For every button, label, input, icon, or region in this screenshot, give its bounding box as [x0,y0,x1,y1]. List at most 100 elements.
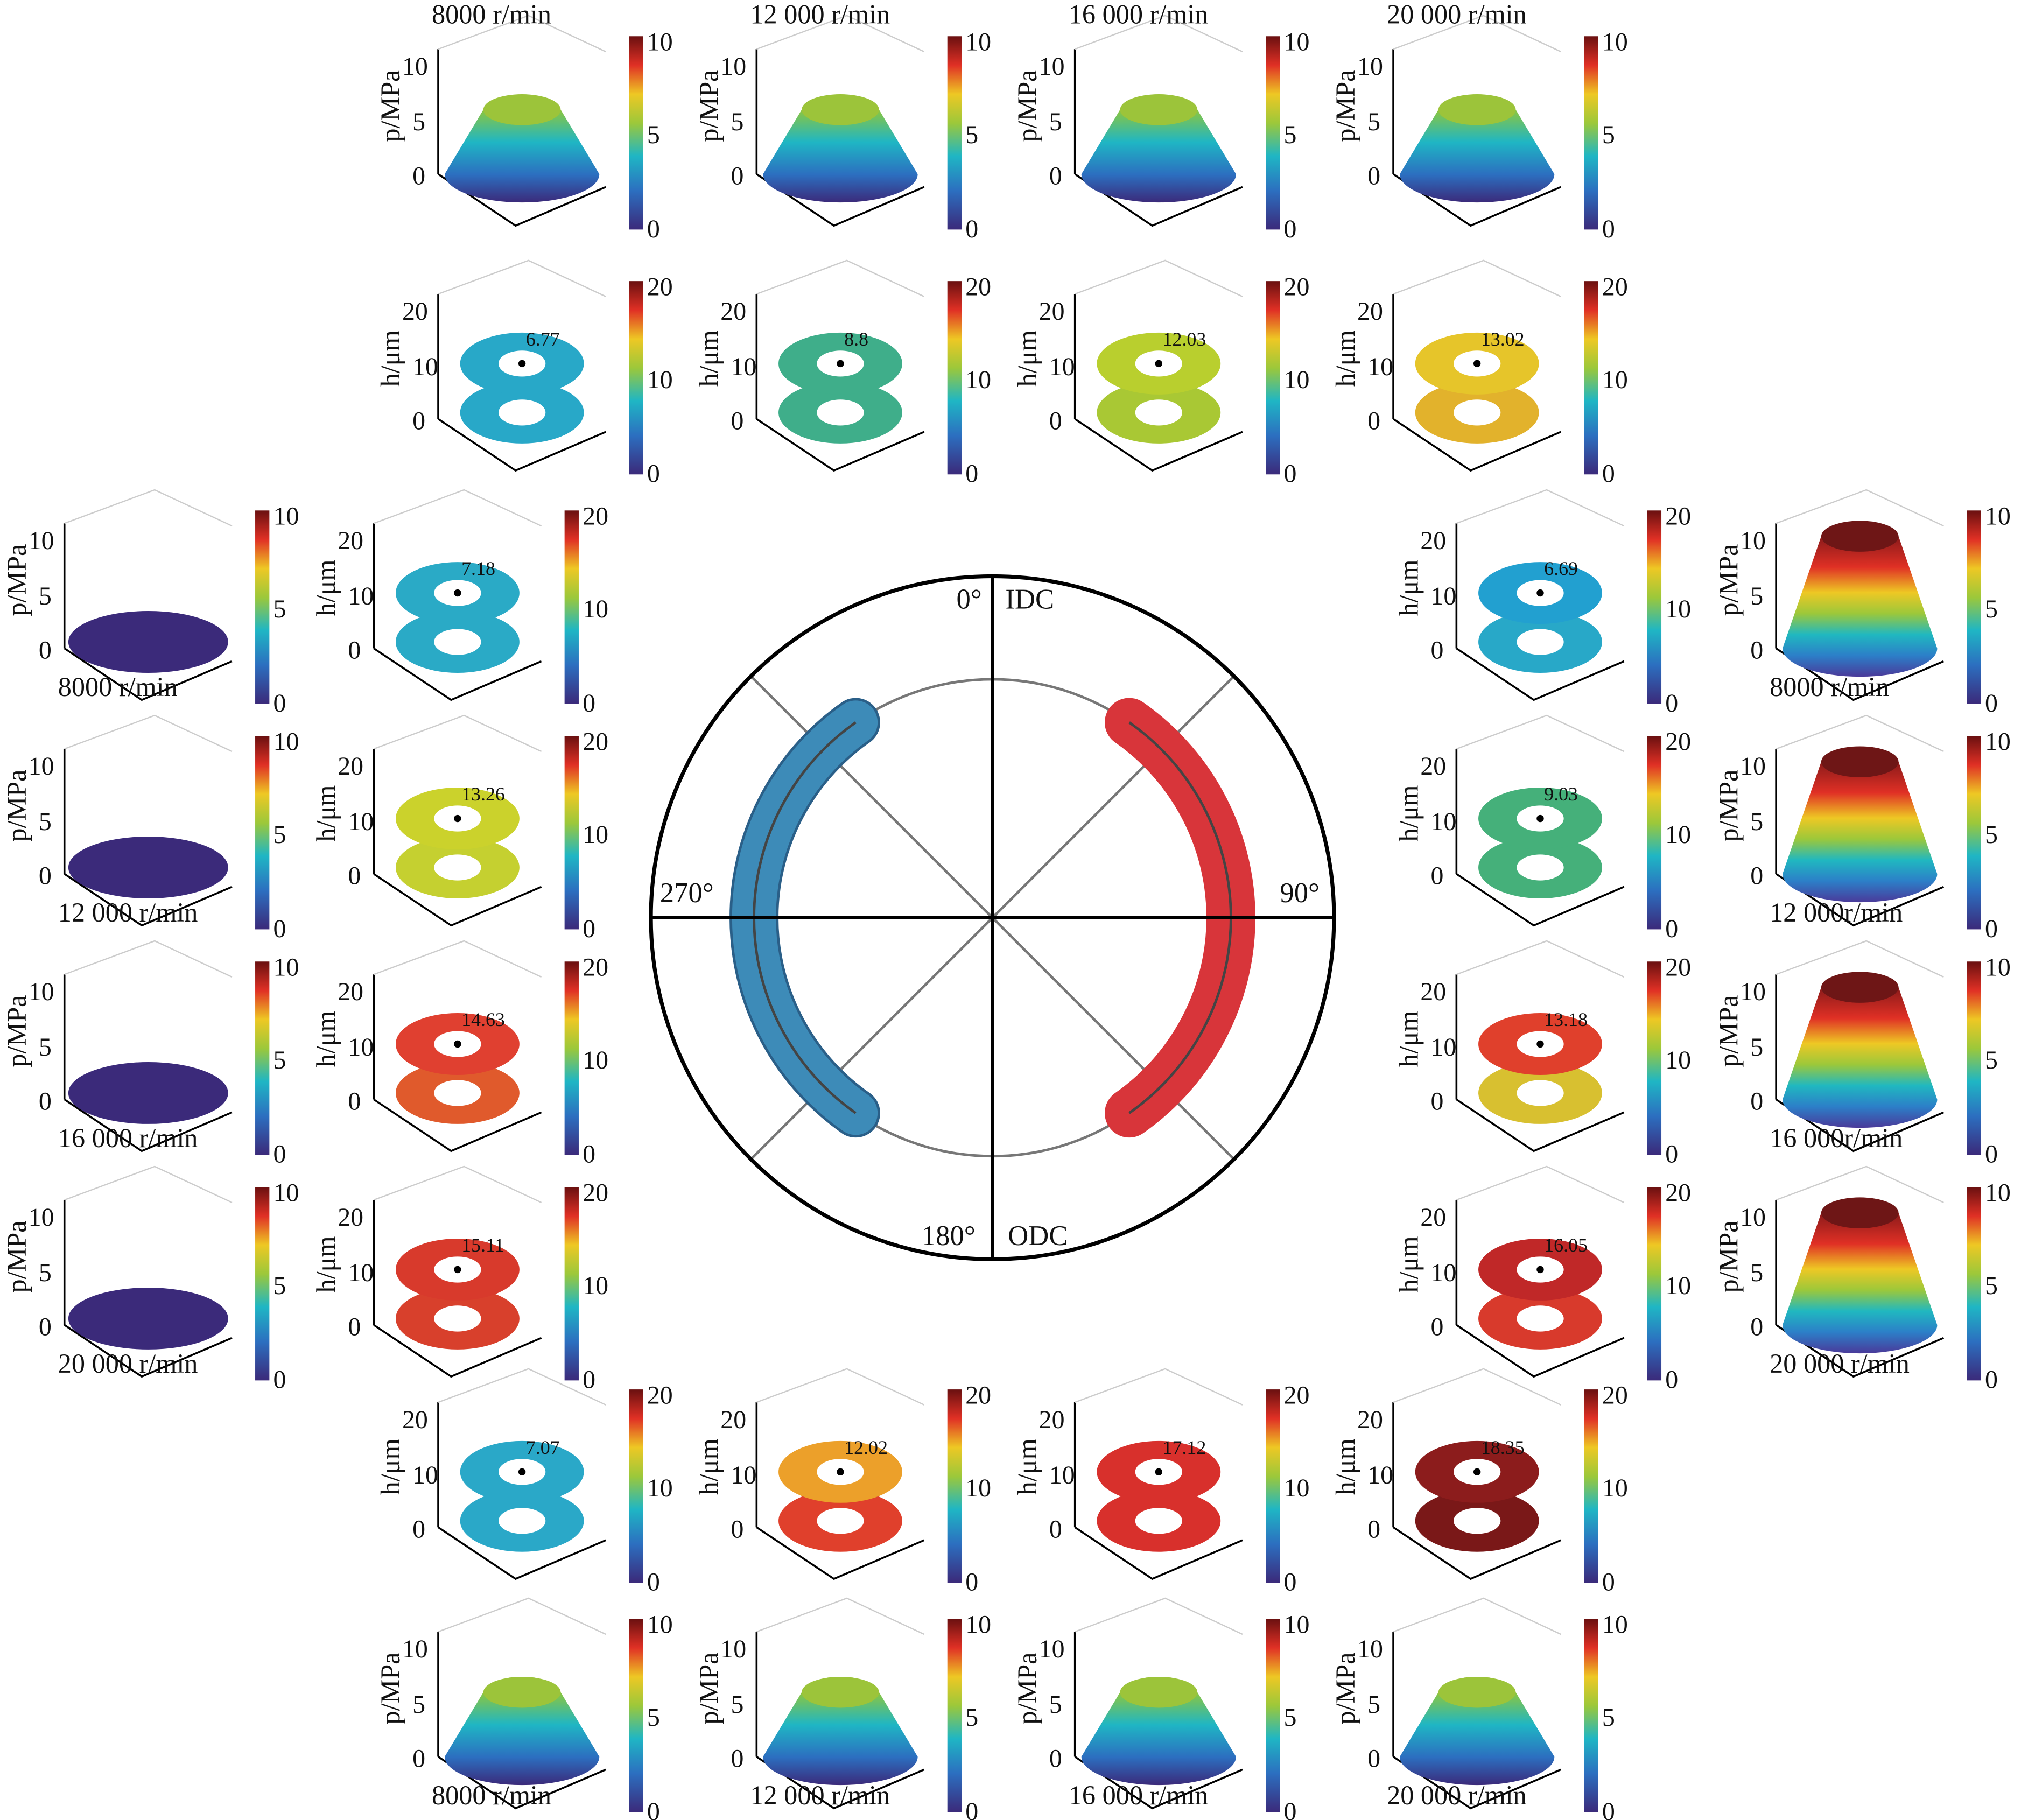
colorbar-tick: 0 [1284,1568,1297,1597]
colorbar-tick: 20 [965,272,991,301]
z-tick: 10 [1740,752,1766,781]
colorbar-tick: 0 [583,689,595,718]
pressure-surface-cone [1081,1692,1236,1786]
z-axis-label: h/μm [311,1236,341,1292]
z-tick: 10 [1740,526,1766,555]
colorbar-tick: 0 [273,1366,286,1394]
max-point-marker [1536,1266,1544,1274]
speed-label: 16 000 r/min [58,1123,198,1153]
z-axis-label: p/MPa [2,544,32,616]
z-tick: 20 [338,1203,363,1232]
max-value-label: 15.11 [461,1234,504,1256]
film-ring-upper [395,1239,520,1301]
film-ring-upper [395,562,520,624]
z-tick: 0 [1430,1087,1443,1116]
pressure-surface-top [1821,521,1899,552]
colorbar-tick: 0 [1665,915,1678,943]
film-ring-upper [1478,1239,1602,1301]
z-tick: 0 [1049,406,1062,435]
speed-label: 16 000r/min [1770,1123,1903,1153]
colorbar-tick: 10 [1985,502,2011,531]
z-tick: 10 [1740,978,1766,1006]
max-point-marker [1473,1468,1481,1476]
colorbar-tick: 0 [1602,1797,1615,1820]
back-gridline [1075,15,1243,53]
max-point-marker [454,1040,461,1048]
z-tick: 20 [1357,1406,1383,1434]
floor-axes [1393,418,1562,472]
z-tick: 0 [1367,162,1380,191]
colorbar-tick: 20 [583,953,608,982]
polar-label-idc: IDC [1005,584,1054,615]
back-gridline [1075,1597,1243,1635]
colorbar-tick: 0 [647,1797,660,1820]
speed-label: 8000 r/min [432,0,551,29]
colorbar-tick: 0 [965,215,978,243]
floor-axes [373,873,542,927]
z-tick: 5 [1750,807,1763,836]
colorbar-tick: 10 [1985,1179,2011,1207]
z-tick: 0 [1049,1745,1062,1773]
colorbar-tick: 0 [1284,1797,1297,1820]
colorbar-tick: 0 [965,460,978,488]
speed-label: 12 000r/min [1770,897,1903,927]
pressure-surface-cone [763,109,918,203]
back-gridline [373,489,542,527]
film-ring-lower [460,381,584,444]
film-ring-lower [778,381,902,444]
floor-axes [438,1526,606,1580]
colorbar [564,1187,579,1381]
colorbar [564,510,579,704]
z-tick: 10 [1367,353,1393,381]
z-tick: 5 [39,807,52,836]
polar-label-deg90: 90° [1280,877,1320,909]
z-tick: 0 [412,162,425,191]
colorbar [1584,1389,1598,1583]
back-gridline [1393,15,1561,53]
film-ring-lower [1478,611,1602,673]
colorbar-tick: 20 [1284,1381,1310,1409]
speed-label: 8000 r/min [1770,672,1889,702]
film-ring-lower [395,837,520,898]
back-gridline [1456,940,1625,978]
back-gridline [1776,1165,1944,1204]
z-axis-label: p/MPa [694,70,724,142]
z-tick: 20 [338,526,363,555]
z-tick: 20 [402,297,428,326]
film-ring-lower [778,1489,902,1552]
film-ring-upper [1415,1440,1539,1503]
colorbar-tick: 5 [1602,1703,1615,1732]
colorbar-tick: 10 [965,1474,991,1502]
z-tick: 10 [29,978,54,1006]
z-axis-label: p/MPa [1713,544,1743,616]
floor-axes [1456,647,1625,701]
z-tick: 0 [1367,406,1380,435]
pressure-surface-cone [763,1692,918,1786]
back-gridline [64,940,233,978]
speed-label: 20 000 r/min [1387,0,1527,29]
colorbar-tick: 20 [583,502,608,531]
pressure-surface-top [1821,1197,1899,1228]
colorbar [1647,510,1662,704]
floor-axes [1456,873,1625,927]
back-gridline [1393,1597,1561,1635]
colorbar [629,36,643,230]
colorbar-tick: 5 [647,1703,660,1732]
pressure-surface-top [802,1677,879,1708]
colorbar [947,1389,962,1583]
z-tick: 5 [39,1033,52,1062]
film-ring-upper [1415,332,1539,395]
film-ring-lower [1478,837,1602,898]
colorbar-tick: 10 [647,1474,673,1502]
